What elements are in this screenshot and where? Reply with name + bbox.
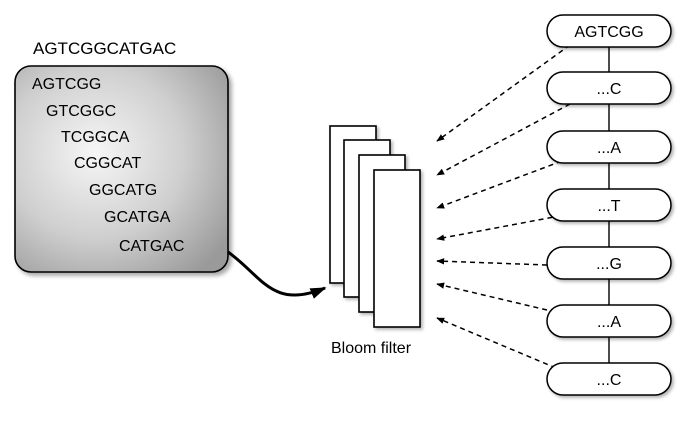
chain-node (546, 362, 672, 396)
chain-node (546, 304, 672, 338)
chain-node (546, 14, 672, 48)
chain-node-label: ...A (597, 140, 621, 157)
query-arrow (436, 258, 548, 266)
chain-node (546, 130, 672, 164)
chain-node-label: ...G (596, 256, 622, 273)
kmer-label: GGCATG (89, 182, 157, 199)
chain-node-label: ...C (597, 81, 622, 98)
chain-node-label: AGTCGG (574, 24, 643, 41)
chain-node-label: ...C (597, 372, 622, 389)
bloom-filter-stack (329, 125, 421, 328)
query-arrow (436, 103, 571, 176)
chain-node (546, 188, 672, 222)
chain-nodes (546, 14, 672, 396)
chain-node-label: ...T (597, 198, 620, 215)
query-arrow (436, 317, 557, 369)
kmer-label: AGTCGG (32, 76, 101, 93)
chain-node-labels: AGTCGG ...C ...A ...T ...G ...A ...C (574, 24, 643, 389)
insert-arrow (227, 250, 327, 299)
filter-page (373, 169, 421, 328)
query-arrows (436, 44, 571, 369)
kmer-label: CATGAC (119, 238, 184, 255)
bloom-filter-label: Bloom filter (331, 340, 412, 357)
kmer-label: CGGCAT (74, 155, 141, 172)
chain-node (546, 246, 672, 280)
query-arrow (436, 44, 571, 142)
chain-node (546, 71, 672, 105)
query-arrow (436, 213, 571, 241)
query-arrow (436, 157, 571, 209)
kmer-label: GCATGA (104, 209, 171, 226)
chain-node-label: ...A (597, 314, 621, 331)
query-arrow (436, 282, 548, 311)
kmer-box (14, 65, 229, 273)
kmer-label: TCGGCA (61, 129, 130, 146)
sequence-label: AGTCGGCATGAC (33, 39, 176, 58)
kmer-label: GTCGGC (46, 103, 116, 120)
